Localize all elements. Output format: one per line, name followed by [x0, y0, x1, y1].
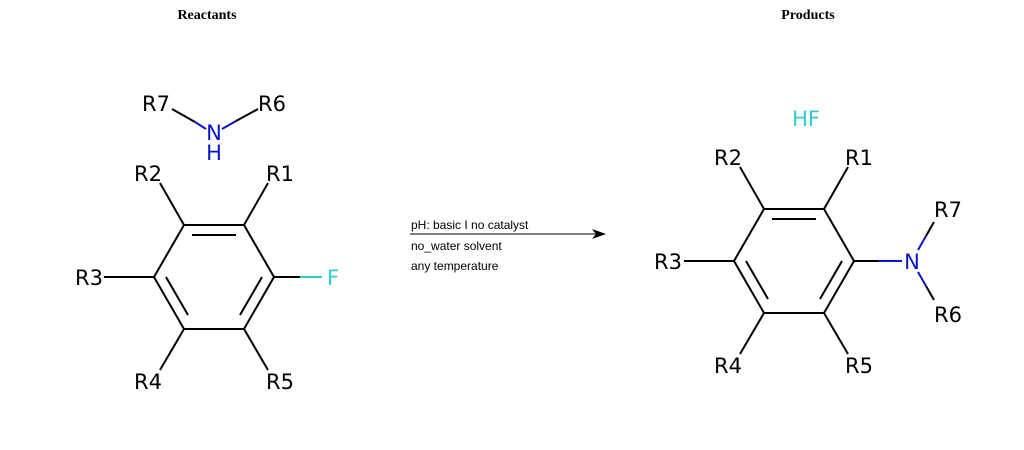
bond-n-r6-blue: [221, 120, 237, 130]
reaction-arrow-group: pH: basic I no catalyst no_water solvent…: [410, 218, 606, 273]
product-bond-ring-r2: [739, 166, 765, 210]
bond-r7-n-blue: [194, 121, 207, 130]
products-heading: Products: [781, 8, 835, 23]
arene-r5-label: R5: [266, 370, 294, 394]
product-r3-label: R3: [654, 250, 682, 274]
product-hf-label: HF: [792, 107, 820, 131]
bond-ring-r1: [243, 182, 269, 226]
arene-inner-bond-left: [165, 276, 189, 316]
product-bond-n-r6: [925, 285, 935, 301]
product-inner-bond-left: [745, 260, 769, 300]
product-r2-label: R2: [714, 146, 742, 170]
product-r5-label: R5: [845, 354, 873, 378]
arene-r2-label: R2: [134, 162, 162, 186]
condition-temperature: any temperature: [411, 259, 499, 273]
arene-r4-label: R4: [134, 370, 162, 394]
bond-ring-r2: [159, 182, 185, 226]
amine-h-label: H: [206, 141, 222, 165]
condition-ph-catalyst: pH: basic I no catalyst: [411, 218, 529, 232]
reactants-heading: Reactants: [177, 8, 237, 23]
condition-solvent: no_water solvent: [411, 239, 502, 253]
amine-molecule: R7 R6 N H: [142, 92, 286, 165]
arene-f-label: F: [327, 266, 339, 290]
arene-ring: [152, 224, 276, 330]
arene-r1-label: R1: [266, 162, 294, 186]
product-r7-label: R7: [934, 198, 962, 222]
bond-ring-r5: [243, 328, 269, 371]
arene-r3-label: R3: [75, 266, 103, 290]
product-r6-label: R6: [934, 303, 962, 327]
product-ring: [732, 208, 856, 314]
bond-n-r6: [235, 108, 259, 122]
amine-r6-label: R6: [258, 92, 286, 116]
product-bond-ring-r4: [739, 312, 765, 355]
product-bond-n-r6-blue: [917, 271, 927, 287]
product-r4-label: R4: [714, 354, 742, 378]
product-bond-n-r7: [925, 221, 935, 237]
product-bond-n-r7-blue: [917, 235, 927, 251]
product-inner-bond-right: [819, 260, 843, 300]
product-bond-ring-r1: [823, 166, 849, 210]
product-bond-ring-r5: [823, 312, 849, 355]
bond-r7-n: [171, 108, 196, 123]
fluoroarene-molecule: R2 R1 R3 R4 R5 F: [75, 162, 339, 394]
bond-ring-r4: [159, 328, 185, 371]
product-r1-label: R1: [845, 146, 873, 170]
arylamine-molecule: R2 R1 R3 R4 R5 N R7 R6: [654, 146, 962, 378]
product-n-label: N: [904, 250, 920, 274]
amine-r7-label: R7: [142, 92, 170, 116]
amine-n-label: N: [206, 121, 222, 145]
arene-inner-bond-right: [239, 276, 263, 316]
